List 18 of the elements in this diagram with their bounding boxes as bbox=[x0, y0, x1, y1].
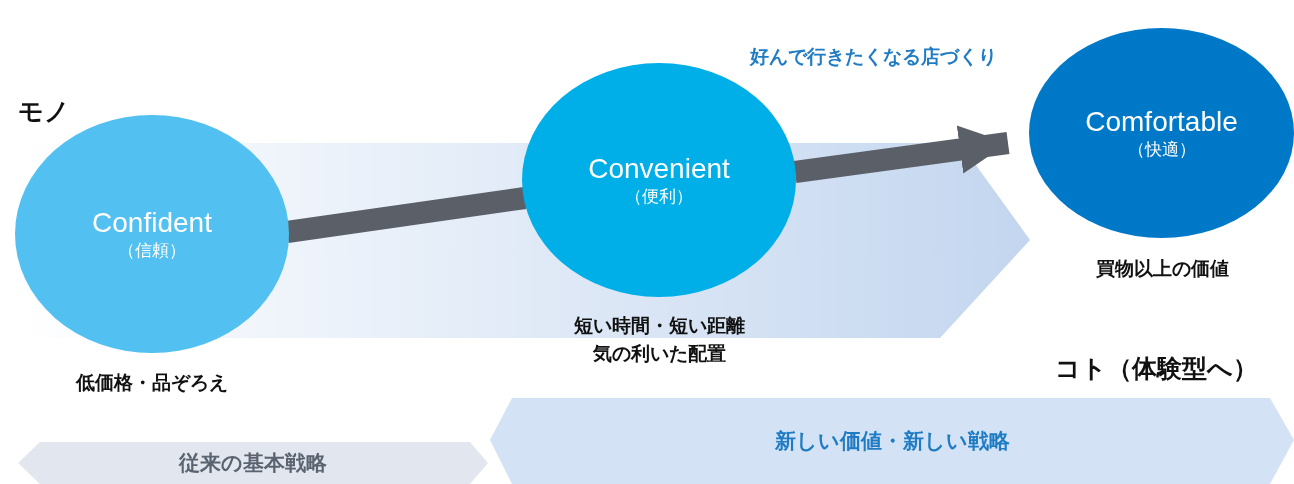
banner-label: 新しい価値・新しい戦略 bbox=[774, 428, 1010, 454]
heading: モノ bbox=[18, 96, 70, 127]
node-label: 買物以上の価値 bbox=[1095, 257, 1229, 281]
banner-label: 従来の基本戦略 bbox=[179, 450, 327, 476]
node-title: Comfortable bbox=[1085, 105, 1238, 139]
heading: コト（体験型へ） bbox=[1055, 353, 1258, 384]
node-subtitle: （便利） bbox=[625, 186, 693, 208]
node-label: 短い時間・短い距離 bbox=[573, 314, 745, 338]
arrow bbox=[793, 125, 1010, 183]
node-subtitle: （信頼） bbox=[118, 240, 186, 262]
chevron-banner bbox=[18, 442, 488, 484]
node-label: 気の利いた配置 bbox=[592, 342, 726, 366]
node-title: Convenient bbox=[588, 152, 730, 186]
node-title: Confident bbox=[92, 206, 212, 240]
tagline: 好んで行きたくなる店づくり bbox=[750, 45, 997, 69]
chevron-banner bbox=[490, 398, 1294, 484]
node-subtitle: （快適） bbox=[1127, 139, 1196, 161]
node-label: 低価格・品ぞろえ bbox=[76, 371, 228, 395]
